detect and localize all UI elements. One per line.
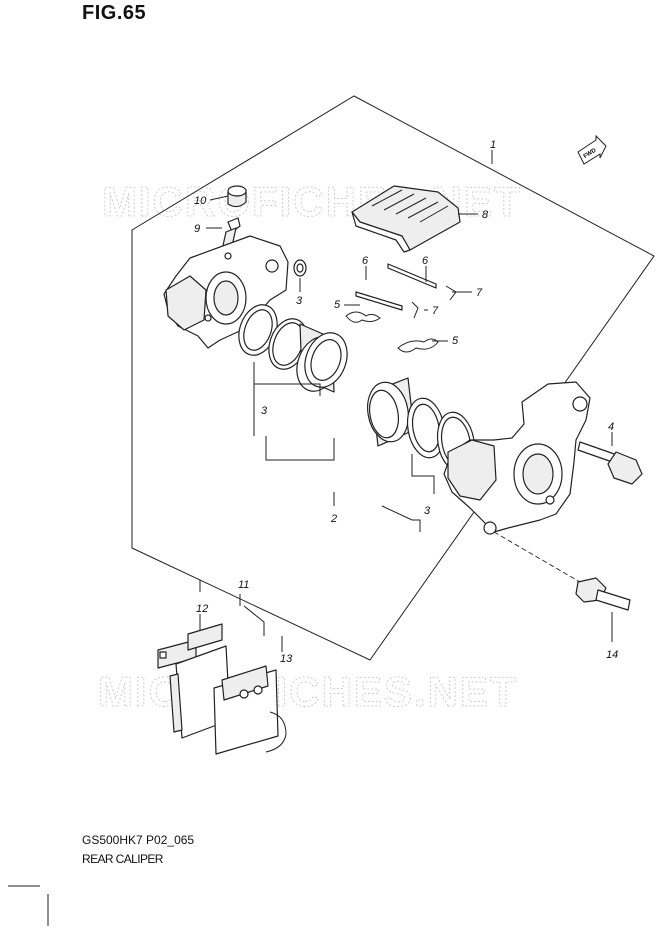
leader-10	[209, 195, 229, 201]
callout-14: 14	[606, 649, 618, 661]
piston-seal-left	[238, 304, 308, 370]
callout-3b: 3	[261, 405, 268, 417]
leader-6	[365, 266, 427, 282]
bolt-lower	[575, 577, 631, 611]
callout-13: 13	[280, 653, 293, 665]
brake-pad-shim	[351, 185, 461, 253]
callout-8: 8	[482, 209, 489, 221]
section-name: REAR CALIPER	[82, 852, 163, 866]
washer	[293, 259, 307, 277]
brake-pad-right	[187, 623, 279, 755]
callout-10: 10	[194, 195, 207, 207]
callout-9: 9	[194, 223, 200, 235]
watermark-bottom: MICROFICHES.NET	[98, 668, 518, 715]
leader-11	[239, 594, 265, 636]
piston-right	[367, 377, 415, 447]
bolt-axis-line	[493, 531, 581, 583]
callout-2: 2	[330, 513, 337, 525]
callout-6b: 6	[422, 255, 429, 267]
bleeder-cap	[227, 185, 247, 208]
callout-3c: 3	[424, 505, 431, 517]
leader-3c	[381, 454, 435, 532]
figure-title: FIG.65	[82, 2, 147, 24]
piston-left	[296, 323, 348, 393]
callout-3a: 3	[296, 295, 303, 307]
assembly-boundary	[131, 95, 655, 661]
pad-pins	[355, 263, 437, 311]
callout-11: 11	[238, 579, 249, 591]
callout-7a: 7	[476, 287, 483, 299]
callout-5b: 5	[452, 335, 459, 347]
caliper-housing-right	[443, 381, 591, 535]
callout-6a: 6	[362, 255, 369, 267]
callout-7b: 7	[432, 305, 439, 317]
leader-7	[424, 291, 472, 311]
callout-12: 12	[196, 603, 208, 615]
callout-5a: 5	[334, 299, 341, 311]
caliper-housing-left	[163, 235, 289, 349]
callout-1: 1	[490, 139, 496, 151]
bolt-upper	[577, 441, 643, 485]
pad-spring-clip	[265, 711, 287, 753]
crop-marks	[8, 885, 49, 926]
model-code: GS500HK7 P02_065	[82, 833, 195, 847]
leader-3b	[253, 362, 335, 461]
fwd-arrow-icon: FWD	[577, 134, 607, 165]
pad-springs	[345, 311, 439, 353]
callout-4: 4	[608, 421, 614, 433]
